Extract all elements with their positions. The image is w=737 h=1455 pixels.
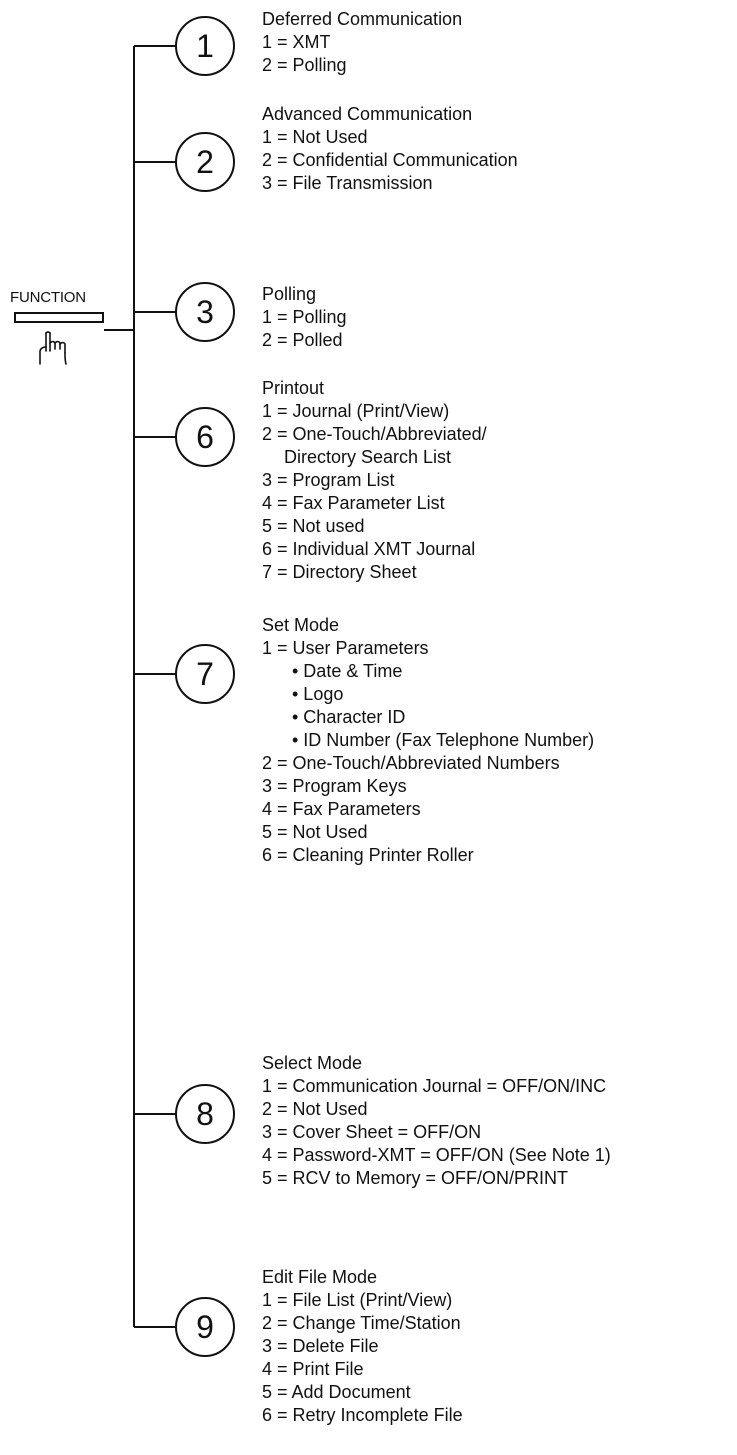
menu-item: 2 = Polling: [262, 55, 347, 75]
menu-number-1: 1: [175, 16, 235, 76]
menu-number-8: 8: [175, 1084, 235, 1144]
menu-item: 2 = Confidential Communication: [262, 150, 518, 170]
menu-title: Polling: [262, 284, 317, 304]
menu-item: 1 = Communication Journal = OFF/ON/INC: [262, 1076, 607, 1096]
menu-item: 5 = RCV to Memory = OFF/ON/PRINT: [262, 1168, 569, 1188]
menu-item: 1 = Polling: [262, 307, 347, 327]
menu-item: 5 = Not Used: [262, 822, 368, 842]
menu-item: Directory Search List: [284, 447, 452, 467]
menu-title: Printout: [262, 378, 325, 398]
menu-item: • Date & Time: [292, 661, 403, 681]
menu-item: 2 = One-Touch/Abbreviated/: [262, 424, 487, 444]
menu-item: 6 = Retry Incomplete File: [262, 1405, 463, 1425]
menu-item: • Character ID: [292, 707, 406, 727]
menu-number-9: 9: [175, 1297, 235, 1357]
menu-item: 3 = Program Keys: [262, 776, 407, 796]
menu-block-2: Advanced Communication 1 = Not Used 2 = Co…: [262, 103, 518, 195]
menu-item: 1 = XMT: [262, 32, 331, 52]
menu-title: Advanced Communication: [262, 104, 473, 124]
menu-item: 3 = Program List: [262, 470, 395, 490]
menu-number-6: 6: [175, 407, 235, 467]
menu-block-6: Printout 1 = Journal (Print/View) 2 = One-…: [262, 377, 487, 584]
menu-item: 3 = Delete File: [262, 1336, 379, 1356]
menu-item: 5 = Add Document: [262, 1382, 411, 1402]
function-key-label: FUNCTION: [10, 289, 86, 306]
menu-item: 1 = Journal (Print/View): [262, 401, 450, 421]
menu-block-7: Set Mode 1 = User Parameters • Date & Time…: [262, 614, 594, 867]
menu-item: 1 = File List (Print/View): [262, 1290, 453, 1310]
menu-item: 4 = Print File: [262, 1359, 364, 1379]
menu-item: 4 = Fax Parameter List: [262, 493, 445, 513]
menu-item: 5 = Not used: [262, 516, 365, 536]
menu-item: 4 = Fax Parameters: [262, 799, 421, 819]
menu-item: 3 = Cover Sheet = OFF/ON: [262, 1122, 482, 1142]
menu-title: Deferred Communication: [262, 9, 463, 29]
pointing-hand-icon: [39, 331, 67, 365]
menu-item: 3 = File Transmission: [262, 173, 433, 193]
menu-item: 6 = Cleaning Printer Roller: [262, 845, 474, 865]
menu-block-8: Select Mode 1 = Communication Journal = O…: [262, 1052, 611, 1190]
menu-item: 4 = Password-XMT = OFF/ON (See Note 1): [262, 1145, 611, 1165]
menu-item: 1 = User Parameters: [262, 638, 429, 658]
menu-number-7: 7: [175, 644, 235, 704]
function-key[interactable]: [14, 312, 104, 323]
menu-number-2: 2: [175, 132, 235, 192]
menu-title: Select Mode: [262, 1053, 363, 1073]
menu-item: 1 = Not Used: [262, 127, 368, 147]
menu-item: 7 = Directory Sheet: [262, 562, 417, 582]
menu-block-3: Polling 1 = Polling 2 = Polled: [262, 283, 347, 352]
menu-item: 6 = Individual XMT Journal: [262, 539, 476, 559]
menu-item: 2 = One-Touch/Abbreviated Numbers: [262, 753, 560, 773]
menu-item: 2 = Polled: [262, 330, 343, 350]
menu-title: Set Mode: [262, 615, 340, 635]
menu-item: • ID Number (Fax Telephone Number): [292, 730, 595, 750]
menu-block-9: Edit File Mode 1 = File List (Print/View)…: [262, 1266, 463, 1427]
menu-item: • Logo: [292, 684, 344, 704]
menu-title: Edit File Mode: [262, 1267, 378, 1287]
menu-block-1: Deferred Communication 1 = XMT 2 = Polling: [262, 8, 462, 77]
menu-item: 2 = Not Used: [262, 1099, 368, 1119]
menu-item: 2 = Change Time/Station: [262, 1313, 461, 1333]
menu-number-3: 3: [175, 282, 235, 342]
